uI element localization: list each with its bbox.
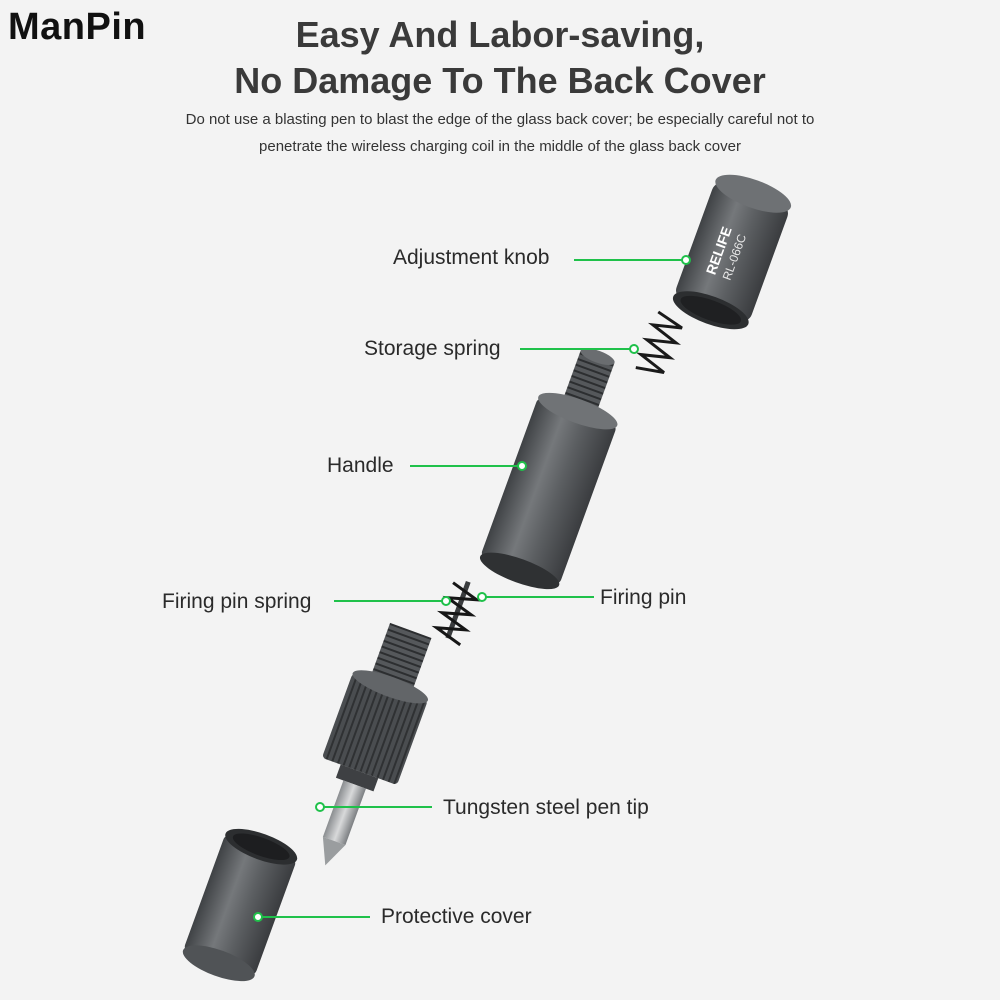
- protective-cover: [182, 828, 298, 982]
- label-handle: Handle: [327, 454, 394, 477]
- label-storage-spring: Storage spring: [364, 337, 501, 360]
- headline-line-2: No Damage To The Back Cover: [234, 60, 766, 101]
- handle: [479, 348, 618, 590]
- pen-body: [322, 622, 432, 866]
- label-adjustment-knob: Adjustment knob: [393, 246, 550, 269]
- brand-logo: ManPin: [8, 6, 147, 48]
- label-protective-cover: Protective cover: [381, 905, 532, 928]
- leader-lines: [253, 255, 691, 922]
- label-firing-pin-spring: Firing pin spring: [162, 590, 312, 613]
- label-firing-pin: Firing pin: [600, 586, 687, 609]
- label-pen-tip: Tungsten steel pen tip: [443, 796, 649, 819]
- storage-spring: [635, 310, 683, 374]
- headline-line-1: Easy And Labor-saving,: [295, 14, 705, 55]
- description: Do not use a blasting pen to blast the e…: [0, 106, 1000, 160]
- firing-pin-assembly: [431, 580, 482, 647]
- adjustment-knob: RELIFE RL-066C: [672, 174, 792, 330]
- description-line-2: penetrate the wireless charging coil in …: [259, 138, 741, 155]
- description-line-1: Do not use a blasting pen to blast the e…: [185, 111, 815, 128]
